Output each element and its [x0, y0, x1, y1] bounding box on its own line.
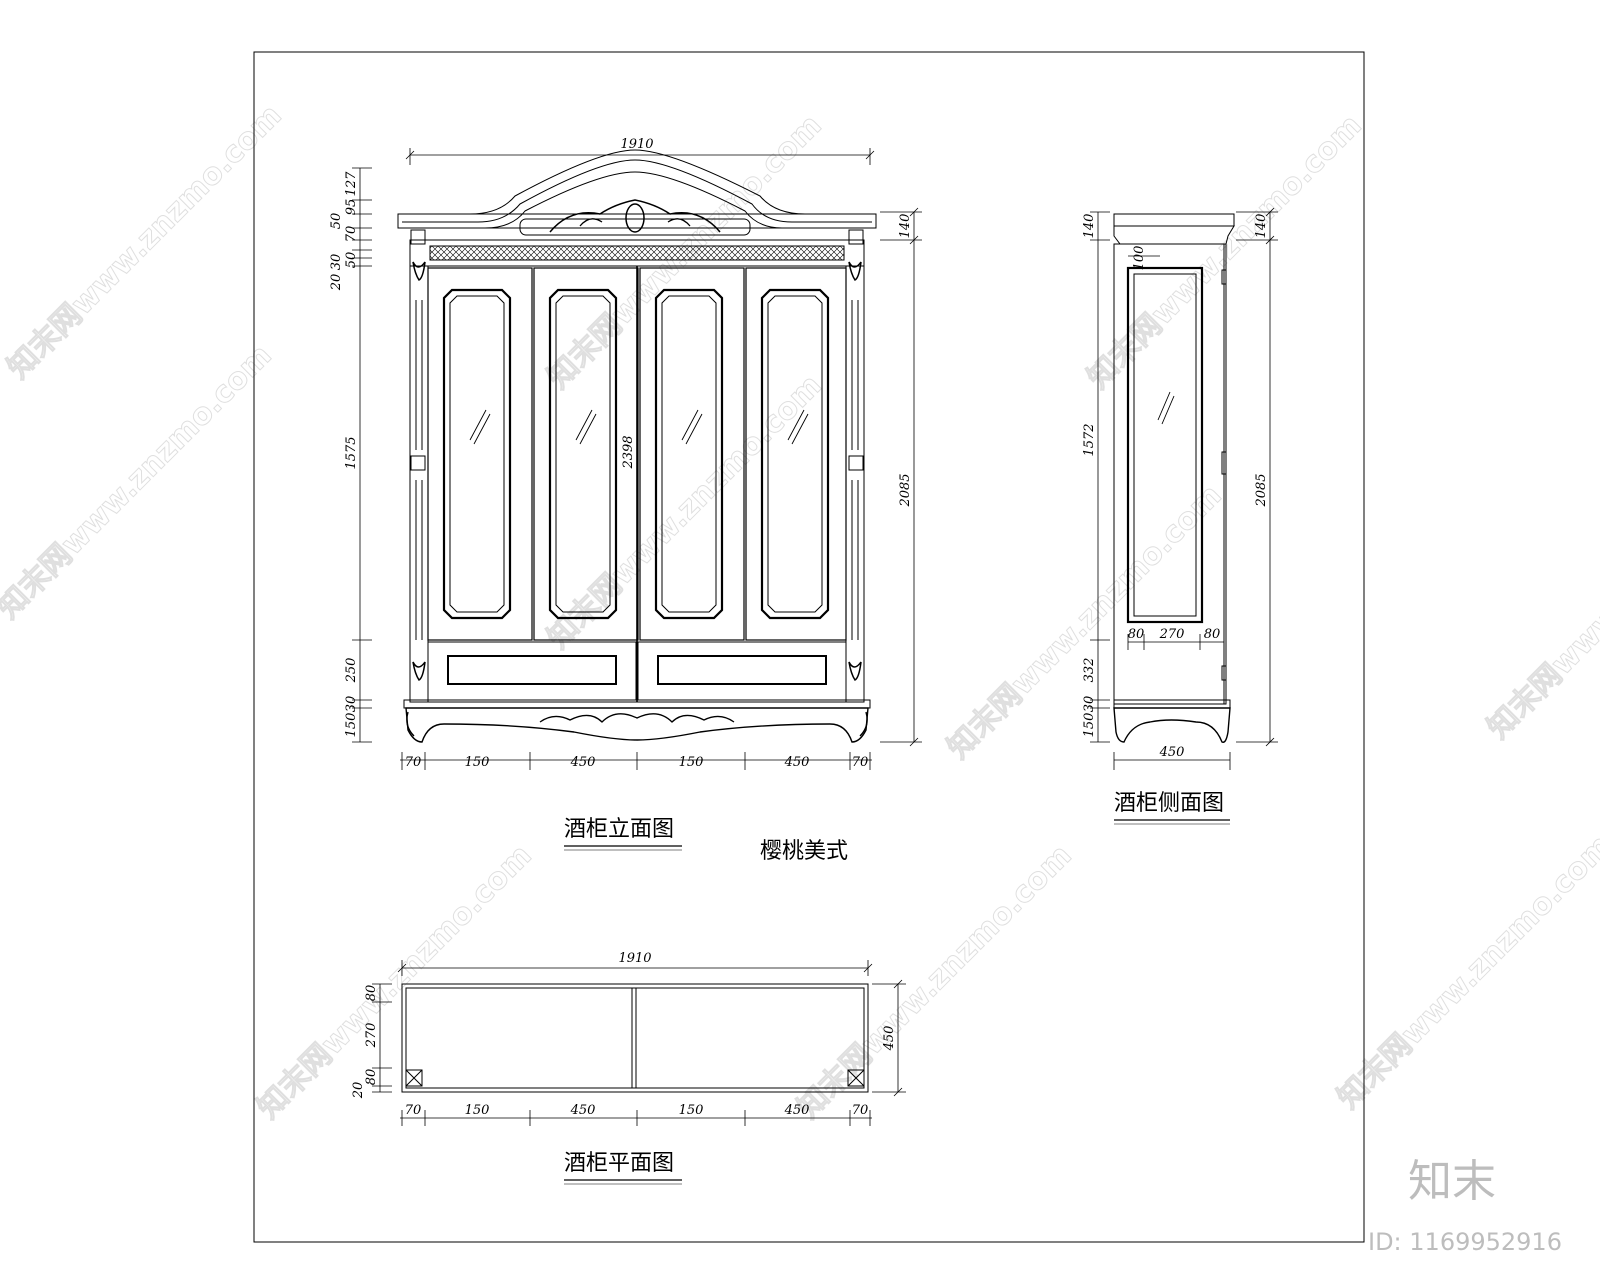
style-label: 樱桃美式 — [760, 839, 848, 864]
lattice-band — [429, 245, 845, 261]
dim-label: 332 — [1082, 658, 1097, 683]
dim-label: 70 — [852, 755, 869, 770]
dim-label: 80 — [364, 985, 379, 1002]
watermark-text: 知末网www.znzmo.com — [1081, 108, 1369, 396]
pediment-arch — [398, 149, 876, 215]
dim-label: 20 — [351, 1082, 366, 1100]
elevation-dimensions — [352, 148, 922, 770]
glass-door — [427, 267, 533, 641]
watermark-text: 知末网www.znzmo.com — [541, 368, 829, 656]
dim-label: 70 — [852, 1103, 869, 1118]
dim-label: 70 — [405, 1103, 422, 1118]
side-dimension-labels: 140 100 1572 80 270 80 332 30 150 450 14… — [1082, 214, 1269, 760]
dim-label: 70 — [405, 755, 422, 770]
image-id: ID: 1169952916 — [1368, 1228, 1562, 1256]
watermark-text: 知末网www.znzmo.com — [251, 838, 539, 1126]
dim-label: 250 — [344, 658, 359, 684]
glass-door — [639, 267, 745, 641]
dim-label: 150 — [344, 713, 359, 738]
dim-label: 80 — [364, 1069, 379, 1086]
dim-label: 30 — [1082, 696, 1097, 713]
plan-dimension-labels: 1910 80 270 80 20 450 70 150 450 150 450… — [351, 951, 897, 1118]
watermark-text: 知末网www.znzmo.com — [1331, 828, 1600, 1116]
right-pilaster — [845, 265, 865, 703]
dim-label: 2085 — [1254, 473, 1269, 507]
plan-dimensions — [372, 960, 906, 1126]
crest-carving — [549, 199, 721, 233]
dim-label: 127 — [344, 171, 359, 197]
dim-label: 2398 — [621, 435, 636, 469]
elevation-dimension-labels: 1910 70 150 450 150 450 70 127 95 50 70 … — [329, 137, 913, 770]
dim-label: 50 — [344, 252, 359, 269]
dim-label: 80 — [1204, 627, 1221, 642]
dim-label: 1910 — [618, 951, 651, 966]
side-dimensions — [1090, 207, 1278, 770]
side-elevation — [1113, 213, 1235, 743]
brand-logo: 知末 — [1408, 1156, 1496, 1207]
glass-door — [533, 267, 639, 641]
left-pilaster — [409, 265, 429, 703]
dim-label: 1575 — [344, 436, 359, 469]
plan-outline — [401, 983, 869, 1093]
dim-label: 140 — [898, 214, 913, 239]
dim-label: 270 — [1159, 627, 1185, 642]
dim-label: 150 — [465, 755, 490, 770]
dim-label: 100 — [1132, 246, 1147, 271]
dim-label: 20 — [329, 274, 344, 292]
rosette — [848, 229, 864, 245]
carving-panel — [519, 218, 751, 236]
dim-label: 450 — [570, 755, 596, 770]
dim-label: 30 — [329, 254, 344, 271]
dim-label: 70 — [344, 226, 359, 243]
dim-label: 150 — [465, 1103, 490, 1118]
plan-view — [401, 983, 869, 1093]
glass-door — [745, 267, 847, 641]
dim-label: 150 — [1082, 713, 1097, 738]
drawer — [637, 641, 847, 701]
dim-label: 450 — [570, 1103, 596, 1118]
sheet-border — [253, 51, 1365, 1243]
plan-title: 酒柜平面图 — [564, 1151, 674, 1176]
elevation-title: 酒柜立面图 — [564, 817, 674, 842]
dim-label: 1572 — [1082, 423, 1097, 456]
dim-label: 450 — [784, 755, 810, 770]
dim-label: 270 — [364, 1023, 379, 1049]
dim-label: 140 — [1254, 214, 1269, 239]
dim-label: 150 — [679, 1103, 704, 1118]
carved-apron — [405, 707, 869, 743]
dim-label: 2085 — [898, 473, 913, 507]
dim-label: 450 — [1159, 745, 1185, 760]
watermark-text: 知末网www.znzmo.com — [791, 838, 1079, 1126]
dim-label: 80 — [1128, 627, 1145, 642]
rosette — [410, 229, 426, 245]
watermark-text: 知末网www.znzmo.com — [1, 98, 289, 386]
dim-label: 450 — [882, 1026, 897, 1052]
dim-label: 50 — [329, 213, 344, 230]
front-elevation — [397, 149, 877, 743]
dim-label: 150 — [679, 755, 704, 770]
dim-label: 30 — [344, 696, 359, 713]
side-base — [1113, 707, 1231, 743]
side-title: 酒柜侧面图 — [1114, 791, 1224, 816]
dim-label: 95 — [344, 199, 359, 216]
dim-label: 450 — [784, 1103, 810, 1118]
dim-label: 140 — [1082, 214, 1097, 239]
watermark-text: 知末网www.znzmo.com — [1481, 458, 1600, 746]
watermark-text: 知末网www.znzmo.com — [0, 338, 279, 626]
drawer — [427, 641, 637, 701]
dim-label: 1910 — [620, 137, 653, 152]
